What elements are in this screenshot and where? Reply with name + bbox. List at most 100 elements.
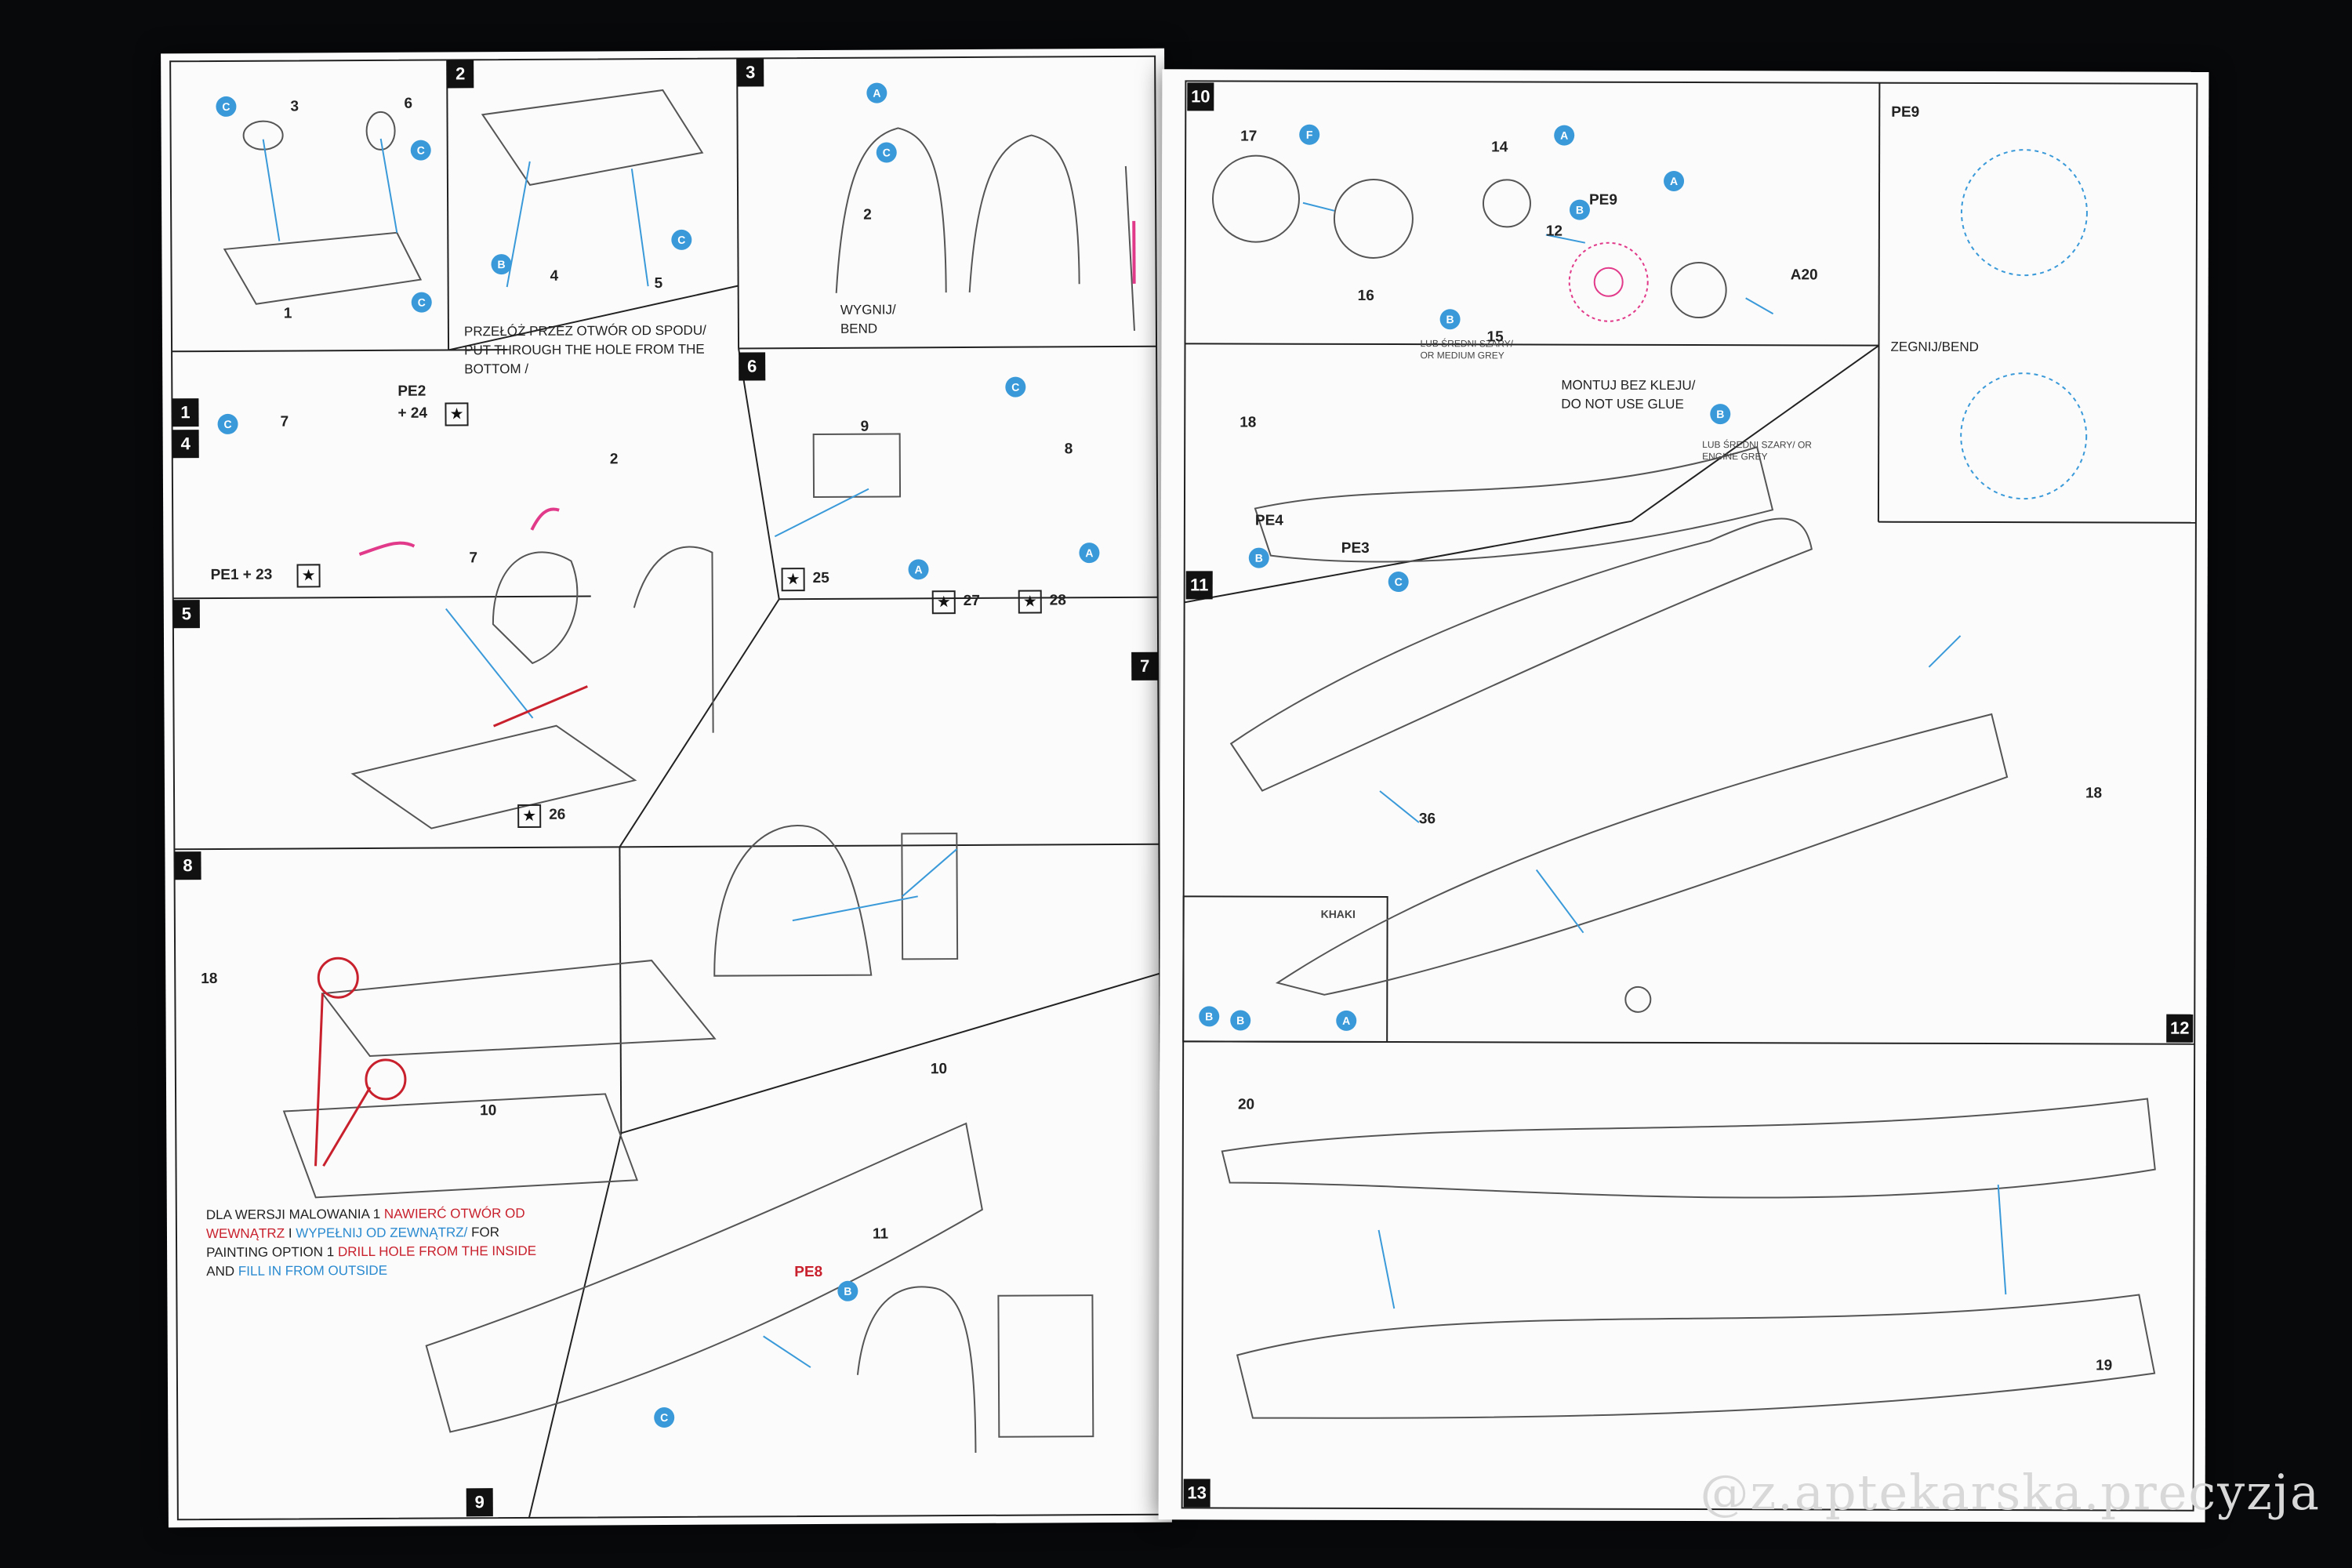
callout-a: A xyxy=(866,82,887,103)
callout-b: B xyxy=(1199,1006,1220,1027)
part-label: 25 xyxy=(812,569,829,587)
part-label: + 24 xyxy=(397,405,428,422)
callout-a: A xyxy=(1336,1010,1357,1031)
right-page-frame-lines xyxy=(1181,80,2198,1512)
part-label: 18 xyxy=(1240,414,1257,431)
callout-b: B xyxy=(1230,1010,1251,1031)
step8-note: DLA WERSJI MALOWANIA 1 NAWIERĆ OTWÓR OD … xyxy=(206,1204,551,1281)
photo-etch-star-icon: ★ xyxy=(1018,590,1042,614)
callout-b: B xyxy=(1248,547,1269,568)
step-number-6: 6 xyxy=(739,352,766,381)
part-label: 36 xyxy=(1418,811,1436,828)
part-label: PE9 xyxy=(1588,191,1617,209)
callout-b: B xyxy=(1569,199,1590,220)
callout-a: A xyxy=(908,559,929,580)
part-label: PE1 + 23 xyxy=(210,566,273,584)
callout-c: C xyxy=(1388,572,1409,593)
note-text-fill: WYPEŁNIJ OD ZEWNĄTRZ/ xyxy=(296,1225,468,1241)
part-label: 2 xyxy=(609,451,619,468)
part-label: 12 xyxy=(1545,223,1563,240)
photo-etch-star-icon: ★ xyxy=(931,590,956,615)
step2-note: PRZEŁÓŻ PRZEZ OTWÓR OD SPODU/ PUT THROUG… xyxy=(463,322,706,377)
callout-a: A xyxy=(1079,543,1100,564)
step-number-8: 8 xyxy=(174,851,201,880)
step-number-4: 4 xyxy=(172,430,199,459)
part-label: 4 xyxy=(550,267,559,285)
part-label: PE3 xyxy=(1341,539,1370,557)
part-label: 28 xyxy=(1049,592,1066,609)
part-label: 20 xyxy=(1237,1096,1255,1113)
step3-bend-note: WYGNIJ/ BEND xyxy=(840,302,896,336)
note-text: AND xyxy=(206,1263,235,1279)
callout-c: C xyxy=(1005,376,1026,397)
callout-c: C xyxy=(216,96,237,117)
step-number-2: 2 xyxy=(447,60,474,89)
part-label: 8 xyxy=(1064,441,1073,458)
engine-grey-note: LUB ŚREDNI SZARY/ OR ENGINE GREY xyxy=(1702,439,1813,463)
note-text: DLA WERSJI MALOWANIA 1 xyxy=(205,1206,381,1223)
pe9-bend-note: ZEGNIJ/BEND xyxy=(1890,339,1979,354)
photo-etch-star-icon: ★ xyxy=(781,568,805,592)
part-label: A20 xyxy=(1790,267,1818,284)
step-number-11: 11 xyxy=(1185,571,1213,600)
part-label: 11 xyxy=(872,1225,889,1243)
callout-c: C xyxy=(411,292,432,313)
callout-c: C xyxy=(876,142,897,163)
part-label: PE4 xyxy=(1254,512,1283,529)
part-label: 27 xyxy=(963,592,980,610)
callout-a: A xyxy=(1554,125,1575,146)
callout-f: F xyxy=(1299,124,1320,145)
step-number-13: 13 xyxy=(1183,1479,1210,1508)
part-label: 18 xyxy=(2085,785,2103,802)
callout-b: B xyxy=(1439,309,1461,330)
step-number-7: 7 xyxy=(1131,652,1159,681)
note-text-fill: FILL IN FROM OUTSIDE xyxy=(238,1262,388,1279)
step-number-9: 9 xyxy=(466,1488,493,1517)
note-text: I xyxy=(288,1225,292,1241)
pe9-title: PE9 xyxy=(1891,103,1920,121)
left-page-frame-lines xyxy=(169,55,1163,1521)
photo-etch-star-icon: ★ xyxy=(296,564,321,588)
note-text-drill: DRILL HOLE FROM THE INSIDE xyxy=(337,1243,537,1260)
part-label: 9 xyxy=(860,418,869,435)
part-label: PE8 xyxy=(794,1263,823,1281)
part-label: 10 xyxy=(480,1102,497,1120)
part-label: 10 xyxy=(930,1061,948,1078)
photo-etch-star-icon: ★ xyxy=(445,402,469,426)
step-number-3: 3 xyxy=(737,58,764,87)
glue-note-line-1: MONTUJ BEZ KLEJU/ xyxy=(1561,377,1696,394)
part-label: 6 xyxy=(404,95,413,112)
khaki-label: KHAKI xyxy=(1320,907,1356,920)
photo-etch-star-icon: ★ xyxy=(517,804,542,828)
part-label: 19 xyxy=(2096,1357,2113,1374)
callout-c: C xyxy=(654,1406,675,1428)
callout-c: C xyxy=(410,140,431,161)
step-number-10: 10 xyxy=(1187,82,1214,111)
callout-b: B xyxy=(837,1280,858,1301)
callout-c: C xyxy=(217,413,238,434)
callout-c: C xyxy=(671,229,692,250)
callout-b: B xyxy=(1710,404,1731,425)
part-label: 17 xyxy=(1240,128,1258,145)
step-number-12: 12 xyxy=(2166,1014,2194,1043)
part-label: PE2 xyxy=(397,383,426,400)
part-label: 5 xyxy=(654,275,663,292)
glue-note-line-2: DO NOT USE GLUE xyxy=(1561,396,1684,412)
part-label: 7 xyxy=(469,550,478,567)
left-instruction-page: 1 4 2 3 5 6 7 8 9 C 3 6 C C 1 B 4 5 C PR… xyxy=(161,48,1172,1528)
step-number-1: 1 xyxy=(172,398,199,427)
part-label: 1 xyxy=(283,305,292,322)
part-label: 3 xyxy=(290,98,299,115)
watermark: @z.aptekarska.precyzja xyxy=(1700,1464,2321,1521)
step-number-5: 5 xyxy=(172,600,200,629)
part-label: 14 xyxy=(1491,139,1508,156)
part-label: 15 xyxy=(1486,328,1504,346)
part-label: 18 xyxy=(201,971,218,988)
part-label: 2 xyxy=(863,206,872,223)
callout-a: A xyxy=(1664,170,1685,191)
part-label: 7 xyxy=(280,413,289,430)
part-label: 16 xyxy=(1357,287,1374,304)
part-label: 26 xyxy=(549,806,566,823)
right-instruction-page: 10 11 12 13 17 F 16 14 A B LUB ŚREDNI SZ… xyxy=(1158,69,2209,1523)
callout-b: B xyxy=(491,254,512,275)
